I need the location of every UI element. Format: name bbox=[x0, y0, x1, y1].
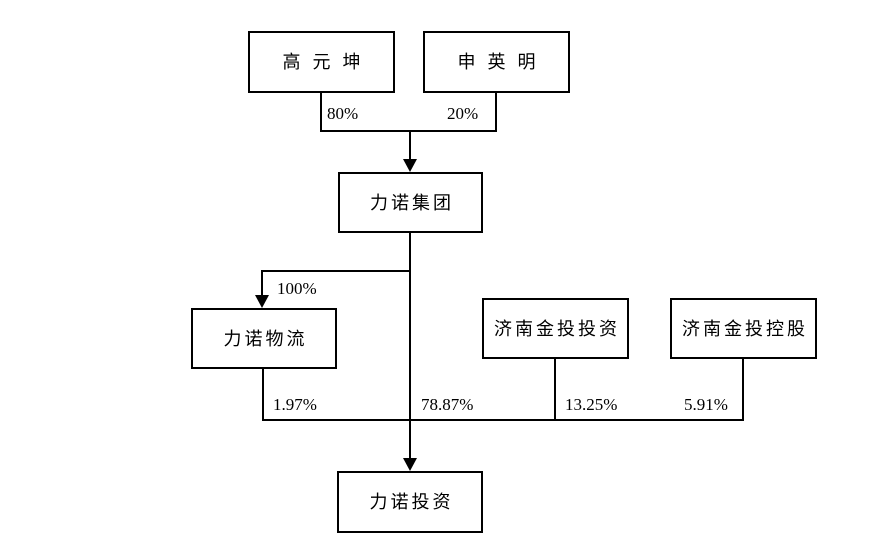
edge-label-78-87pct: 78.87% bbox=[421, 395, 474, 414]
edge-to-logistics-shaft bbox=[261, 270, 263, 296]
edge-label-1-97pct: 1.97% bbox=[273, 395, 317, 414]
arrowhead-to-group-icon bbox=[403, 159, 417, 172]
arrowhead-to-logistics-icon bbox=[255, 295, 269, 308]
edge-jintou-inv-down-line bbox=[554, 359, 556, 421]
edge-group-to-investment-shaft bbox=[409, 233, 411, 459]
node-label: 力诺集团 bbox=[370, 192, 454, 213]
edge-label-13-25pct: 13.25% bbox=[565, 395, 618, 414]
node-linuo-investment: 力诺投资 bbox=[337, 471, 483, 533]
node-jinan-jintou-holding: 济南金投控股 bbox=[670, 298, 817, 359]
edge-shen-down-line bbox=[495, 93, 497, 131]
edge-to-group-shaft bbox=[409, 130, 411, 160]
node-label: 力诺物流 bbox=[223, 328, 308, 349]
edge-logistics-down-line bbox=[262, 369, 264, 421]
node-label: 济南金投控股 bbox=[682, 318, 808, 339]
edge-label-80pct: 80% bbox=[327, 104, 359, 123]
edge-bottom-merge-line bbox=[262, 419, 744, 421]
edge-label-100pct: 100% bbox=[277, 279, 317, 298]
edge-top-merge-line bbox=[320, 130, 497, 132]
node-linuo-group: 力诺集团 bbox=[338, 172, 483, 233]
node-label: 济南金投投资 bbox=[494, 318, 620, 339]
edge-label-5-91pct: 5.91% bbox=[684, 395, 728, 414]
node-linuo-logistics: 力诺物流 bbox=[191, 308, 337, 369]
node-shen-yingming: 申英明 bbox=[423, 31, 570, 93]
node-label: 力诺投资 bbox=[369, 492, 454, 512]
edge-jintou-hold-down-line bbox=[742, 359, 744, 421]
node-gao-yuankun: 高元坤 bbox=[248, 31, 395, 93]
node-label: 高元坤 bbox=[282, 52, 373, 72]
arrowhead-to-investment-icon bbox=[403, 458, 417, 471]
edge-label-20pct: 20% bbox=[447, 104, 479, 123]
edge-logistics-branch-line bbox=[261, 270, 411, 272]
node-jinan-jintou-investment: 济南金投投资 bbox=[482, 298, 629, 359]
node-label: 申英明 bbox=[457, 52, 548, 72]
edge-gao-down-line bbox=[320, 93, 322, 131]
